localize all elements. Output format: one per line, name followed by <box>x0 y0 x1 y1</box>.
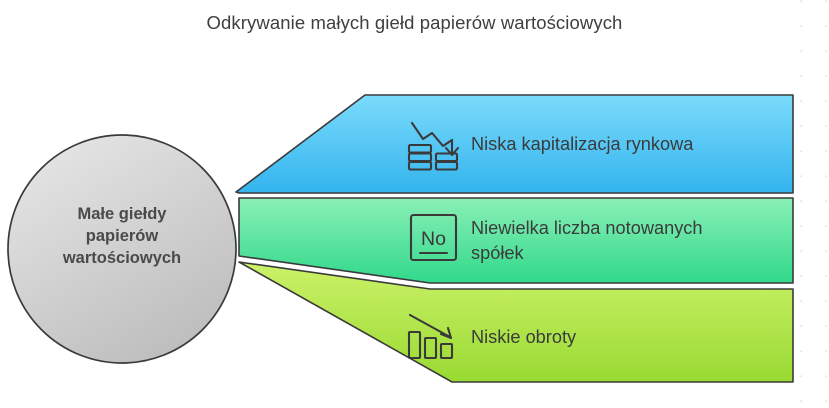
branch-shape-few-listed-companies[interactable] <box>238 197 794 284</box>
branch-label-line: spółek <box>471 243 524 263</box>
central-node-label-line-3: wartościowych <box>62 249 182 267</box>
canvas-guide-dots <box>795 0 829 408</box>
page-title: Odkrywanie małych giełd papierów wartośc… <box>206 12 623 33</box>
declining-chart-coins-icon <box>407 121 460 171</box>
branch-label-line: Niska kapitalizacja rynkowa <box>471 134 694 154</box>
central-node-circle[interactable] <box>7 134 237 364</box>
branch-label-low-turnover: Niskie obroty <box>471 325 771 350</box>
branch-label-line: Niewielka liczba notowanych <box>471 218 703 238</box>
branch-few-listed-companies[interactable]: No <box>238 197 794 284</box>
branch-shape-low-turnover[interactable] <box>238 261 794 383</box>
central-node-label-line-1: Małe giełdy <box>77 205 167 223</box>
numero-no-box-icon <box>409 213 458 262</box>
branch-label-few-listed-companies: Niewielka liczba notowanych spółek <box>471 216 737 266</box>
numero-no-glyph: No <box>421 228 446 250</box>
branch-shape-low-market-cap[interactable] <box>235 94 794 194</box>
declining-bars-arrow-icon <box>407 313 454 360</box>
branch-label-low-market-cap: Niska kapitalizacja rynkowa <box>471 132 771 157</box>
branch-label-line: Niskie obroty <box>471 327 577 347</box>
central-node-label: Małe giełdy papierów wartościowych <box>26 203 218 269</box>
branch-low-turnover[interactable] <box>238 261 794 383</box>
central-node-label-line-2: papierów <box>85 227 159 245</box>
branch-low-market-cap[interactable] <box>235 94 794 194</box>
